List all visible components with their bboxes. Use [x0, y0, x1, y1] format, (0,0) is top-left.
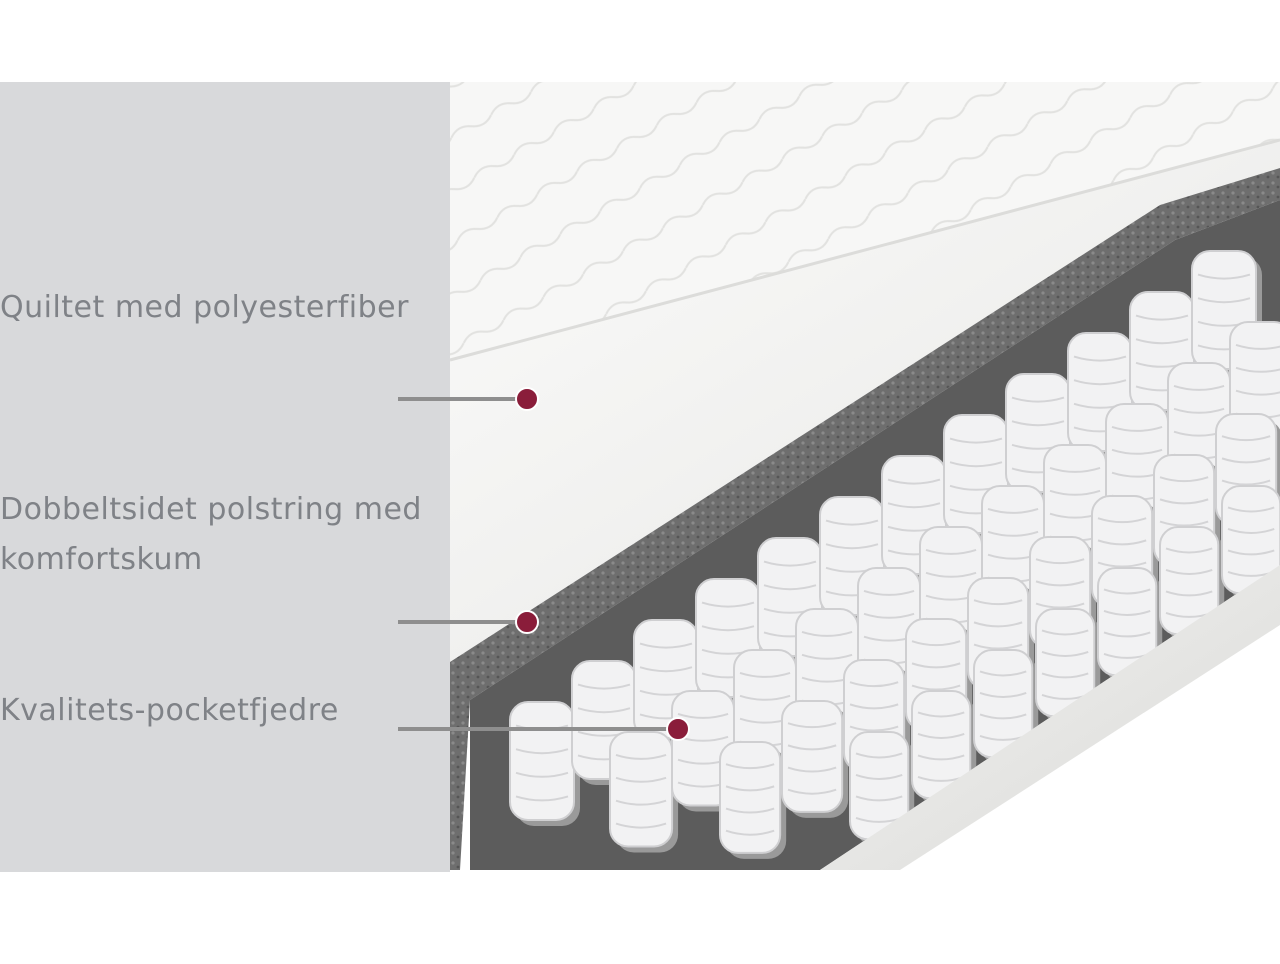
layer-marker-3	[666, 717, 690, 741]
pocket-spring	[781, 700, 849, 818]
layer-marker-2	[515, 610, 539, 634]
pocket-spring	[609, 731, 679, 853]
layer-label-springs: Kvalitets-pocketfjedre	[0, 693, 339, 728]
background-panel	[0, 82, 450, 872]
pocket-spring	[509, 701, 580, 826]
pocket-springs	[509, 250, 1280, 859]
mattress-base-rim	[820, 565, 1280, 870]
pocket-spring	[1221, 485, 1280, 600]
pocket-spring	[719, 741, 787, 859]
comfort-layer	[450, 140, 1280, 662]
quilted-top-surface	[450, 82, 1280, 360]
layer-label-quilted: Quiltet med polyesterfiber	[0, 290, 409, 325]
layer-label-padding: Dobbeltsidet polstring med komfortskum	[0, 492, 422, 577]
layer-marker-1	[515, 387, 539, 411]
